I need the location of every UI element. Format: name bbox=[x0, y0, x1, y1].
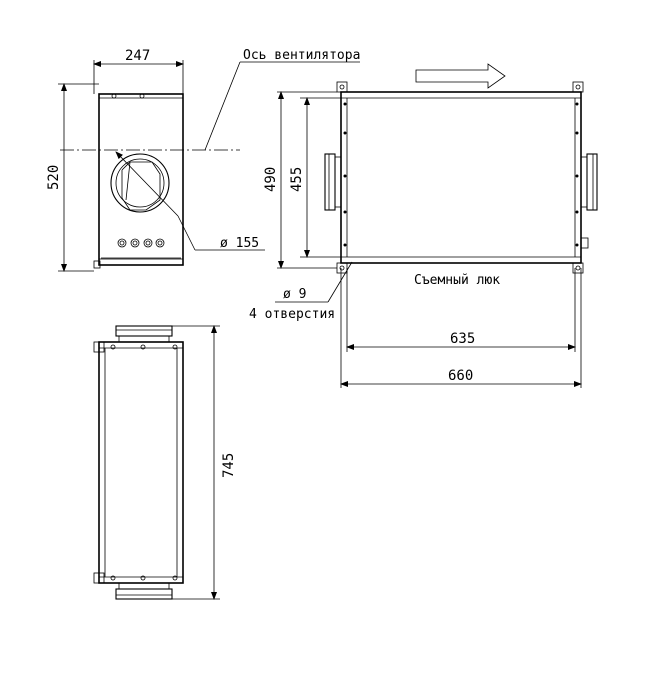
cable-gland-icon bbox=[117, 238, 165, 248]
removable-hatch-label: Съемный люк bbox=[414, 273, 500, 288]
diameter-label: ø 155 bbox=[220, 236, 259, 251]
length-dimension-660: 660 bbox=[448, 368, 473, 384]
height-dimension-520: 520 bbox=[46, 165, 62, 190]
hole-diameter-label: ø 9 bbox=[283, 287, 306, 302]
left-spigot bbox=[324, 153, 342, 211]
top-view: 745 bbox=[93, 325, 237, 600]
side-view: 490 455 ø 9 4 отверстия Съемный люк 635 … bbox=[249, 63, 598, 388]
right-spigot bbox=[580, 153, 598, 211]
top-housing bbox=[98, 341, 184, 584]
side-housing bbox=[340, 91, 582, 264]
screw-dots bbox=[343, 102, 579, 247]
length-dimension-745: 745 bbox=[221, 453, 237, 478]
arrow-right-outline-icon bbox=[415, 63, 506, 89]
fan-axis-label: Ось вентилятора bbox=[243, 48, 360, 63]
length-dimension-635: 635 bbox=[450, 331, 475, 347]
holes-count-label: 4 отверстия bbox=[249, 307, 335, 322]
fan-inlet-circle bbox=[110, 153, 170, 213]
height-dimension-455: 455 bbox=[289, 167, 305, 192]
width-dimension-247: 247 bbox=[125, 48, 150, 64]
height-dimension-490: 490 bbox=[263, 167, 279, 192]
front-view: ø 155 Ось вентилятора 247 520 bbox=[46, 48, 360, 272]
